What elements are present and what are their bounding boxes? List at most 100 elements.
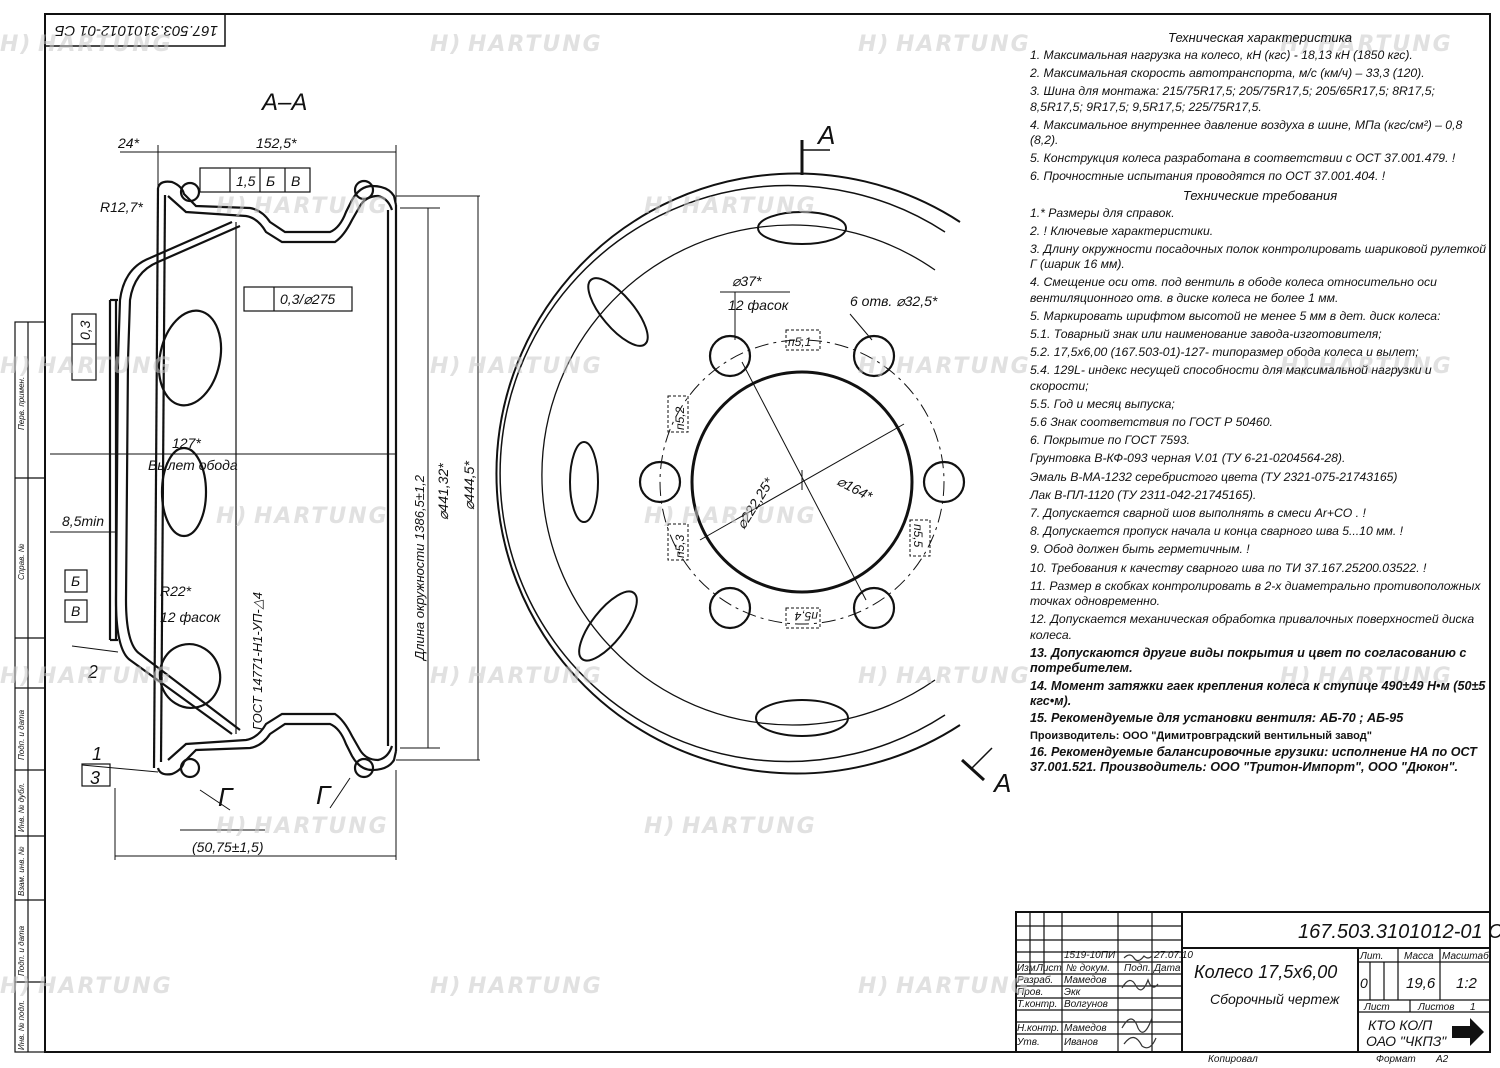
dim-texts: 24* 152,5* 1,5 Б В R12,7* 0,3/⌀275 0,3 1…	[62, 135, 477, 855]
req-5: 5. Маркировать шрифтом высотой не менее …	[1030, 308, 1441, 323]
watermark-19: H)HARTUNG	[0, 974, 173, 999]
top-stamp: 167.503.3101012-01 СБ	[44, 13, 226, 47]
tb-r-prov: Пров.	[1017, 987, 1043, 998]
tb-r-utv: Утв.	[1016, 1037, 1040, 1048]
char-3: 3. Шина для монтажа: 215/75R17,5; 205/75…	[1030, 84, 1435, 114]
req-1: 1.* Размеры для справок.	[1030, 205, 1175, 220]
req-6c: Лак В-ПЛ-1120 (ТУ 2311-042-21745165).	[1030, 487, 1257, 502]
tb-r-nkontr: Н.контр.	[1017, 1023, 1059, 1034]
gost-weld: ГОСТ 14771-Н1-УП-△4	[250, 592, 265, 730]
flat-tol-2: 0,3	[77, 320, 93, 340]
dim-dlina: Длина окружности 1386,5±1,2	[412, 474, 427, 662]
tb-r-tkontr: Т.контр.	[1017, 999, 1057, 1010]
dim-127: 127*	[172, 435, 201, 451]
rim-section	[108, 179, 398, 779]
watermark-15: H)HARTUNG	[858, 664, 1031, 689]
char-1: 1. Максимальная нагрузка на колесо, кН (…	[1030, 48, 1413, 62]
tb-n-nkontr: Мамедов	[1064, 1023, 1107, 1034]
bolt-hole-6	[852, 586, 896, 630]
watermark-17: H)HARTUNG	[216, 814, 389, 839]
tb-lit-val: 0	[1360, 975, 1368, 991]
req-3: 3. Длину окружности посадочных полок кон…	[1030, 242, 1487, 272]
req-7: 7. Допускается сварной шов выполнять в с…	[1030, 506, 1366, 521]
watermark-14: H)HARTUNG	[430, 664, 603, 689]
req-2: 2. ! Ключевые характеристики.	[1030, 223, 1214, 238]
char-2: 2. Максимальная скорость автотранспорта,…	[1030, 66, 1425, 81]
req-11: 11. Размер в скобках контролировать в 2-…	[1030, 578, 1481, 609]
bolt-hole-5	[708, 586, 752, 630]
watermark-1: H)HARTUNG	[0, 32, 173, 57]
note-n53: п5,3	[673, 534, 687, 558]
req-6: 6. Покрытие по ГОСТ 7593.	[1030, 433, 1191, 448]
tb-sheets: Листов	[1417, 1002, 1454, 1013]
req-54: 5.4. 129L- индекс несущей способности дл…	[1030, 363, 1432, 393]
pos-1: 1	[92, 744, 102, 764]
watermark-8: H)HARTUNG	[430, 354, 603, 379]
req-56: 5.6 Знак соответствия по ГОСТ Р 50460.	[1030, 415, 1273, 430]
req-12: 12. Допускается механическая обработка п…	[1030, 612, 1475, 642]
req-55: 5.5. Год и месяц выпуска;	[1030, 396, 1175, 411]
tb-copied: Копировал	[1208, 1054, 1258, 1065]
dim-164: ⌀164*	[835, 473, 876, 505]
req-title: Технические требования	[1182, 187, 1338, 203]
company-logo-icon	[1452, 1018, 1484, 1046]
tb-format-val: А2	[1435, 1054, 1449, 1065]
tol-v: В	[291, 173, 300, 189]
tb-scale: Масштаб	[1442, 950, 1489, 962]
tol-b: Б	[266, 173, 275, 189]
tb-h-izm: Изм	[1017, 963, 1036, 974]
tb-doc-number: 167.503.3101012-01 СБ	[1298, 921, 1500, 943]
side-label-2: Подп. и дата	[17, 709, 26, 760]
section-label: А–А	[260, 89, 307, 116]
tb-h-doc: № докум.	[1066, 963, 1110, 974]
bolt-hole-3	[638, 460, 682, 504]
char-5: 5. Конструкция колеса разработана в соот…	[1030, 151, 1456, 166]
holes-6: 6 отв. ⌀32,5*	[850, 293, 938, 309]
char-6: 6. Прочностные испытания проводятся по О…	[1030, 169, 1386, 184]
flat-tol: 0,3/⌀275	[280, 291, 335, 307]
vylet-label: Вылет обода	[148, 457, 238, 473]
label-g1: Г	[218, 782, 234, 812]
tb-n-tkontr: Волгунов	[1064, 999, 1108, 1010]
tech-char-title: Техническая характеристика	[1167, 30, 1353, 45]
req-6b: Эмаль В-МА-1232 серебристого цвета (ТУ 2…	[1030, 469, 1398, 484]
title-block-texts: 167.503.3101012-01 СБ Колесо 17,5х6,00 С…	[1016, 921, 1500, 1065]
watermark-13: H)HARTUNG	[0, 664, 173, 689]
watermark-18: H)HARTUNG	[644, 814, 817, 839]
side-label-4: Взам. инв. №	[17, 846, 26, 896]
dim-37: ⌀37*	[732, 273, 762, 289]
technical-notes: Техническая характеристика 1. Максимальн…	[1030, 28, 1490, 778]
tb-h-list: Лист	[1035, 963, 1062, 974]
wheel-front-view	[495, 140, 993, 782]
side-stamp-labels: Перв. примен. Справ. № Подп. и дата Инв.…	[17, 377, 26, 1050]
note-n54: п5,4	[794, 609, 818, 623]
dim-44132: ⌀441,32*	[435, 463, 451, 520]
title-block	[1015, 911, 1491, 1053]
watermark-21: H)HARTUNG	[858, 974, 1031, 999]
tb-n-razrab: Мамедов	[1064, 975, 1107, 986]
side-label-0: Перв. примен.	[17, 377, 26, 430]
side-label-3: Инв. № дубл.	[17, 783, 26, 832]
label-g2: Г	[316, 780, 332, 810]
req-15: 15. Рекомендуемые для установки вентиля:…	[1030, 711, 1404, 726]
watermark-3: H)HARTUNG	[858, 32, 1031, 57]
tb-h-date: Дата	[1153, 963, 1181, 974]
tb-n-prov: Экк	[1064, 987, 1082, 998]
tb-mass-val: 19,6	[1406, 975, 1436, 992]
tb-scale-val: 1:2	[1456, 975, 1478, 992]
req-8: 8. Допускается пропуск начала и конца св…	[1030, 524, 1403, 539]
bolt-hole-1	[708, 334, 752, 378]
tb-org1: КТО КО/П	[1368, 1017, 1433, 1033]
req-13: 13. Допускаются другие виды покрытия и ц…	[1030, 645, 1467, 676]
req-51: 5.1. Товарный знак или наименование заво…	[1030, 327, 1382, 342]
side-label-5: Подп. и дата	[17, 925, 26, 976]
tb-org2: ОАО "ЧКПЗ"	[1366, 1033, 1447, 1049]
char-4: 4. Максимальное внутреннее давление возд…	[1030, 117, 1463, 148]
fask12b: 12 фасок	[728, 297, 790, 313]
pos-3: 3	[90, 768, 100, 788]
watermark-2: H)HARTUNG	[430, 32, 603, 57]
tb-mass: Масса	[1404, 951, 1434, 962]
tb-h-sign: Подп.	[1124, 963, 1151, 974]
bolt-hole-2	[852, 334, 896, 378]
